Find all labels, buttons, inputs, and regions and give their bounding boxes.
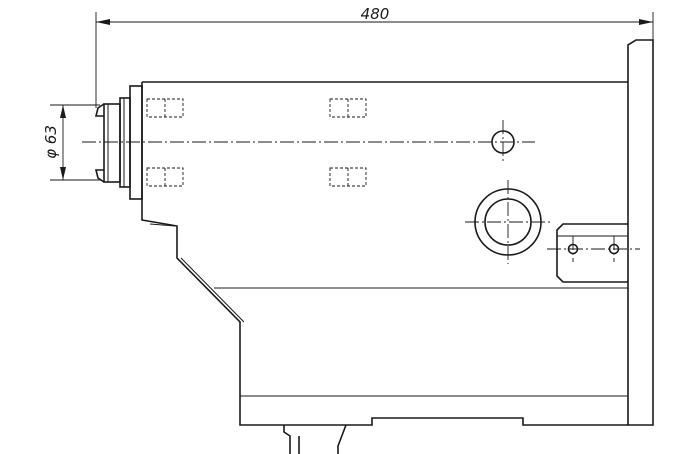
- nose-chamfer-bottom: [94, 169, 105, 183]
- arrowhead-top: [60, 105, 66, 118]
- flange-outer: [129, 85, 143, 200]
- spindle-nose: [94, 85, 143, 200]
- support-leg-right: [337, 424, 347, 454]
- end-plate: [627, 39, 654, 426]
- arrowhead-left: [96, 19, 110, 25]
- housing-body: [141, 81, 628, 426]
- bore-diameter-dimension: φ 63: [42, 104, 100, 181]
- dimension-text-63: φ 63: [42, 125, 60, 159]
- nose-chamfer-top: [94, 103, 105, 117]
- lower-flange-edge: [149, 223, 176, 227]
- end-plate-outline: [627, 39, 654, 426]
- nose-body: [103, 103, 121, 183]
- support-legs: [283, 424, 347, 454]
- overall-length-dimension: 480: [95, 5, 654, 108]
- chamfer-inner-line: [180, 257, 245, 323]
- support-leg-left: [283, 425, 291, 454]
- arrowhead-bottom: [60, 167, 66, 180]
- small-bore: [491, 120, 515, 164]
- hidden-pockets: [146, 98, 367, 187]
- large-bore: [465, 180, 551, 264]
- bracket-outline: [556, 223, 628, 283]
- housing-outline: [141, 81, 628, 426]
- dimension-text-480: 480: [361, 5, 390, 23]
- flange-step: [119, 97, 131, 188]
- arrowhead-right: [639, 19, 653, 25]
- side-bracket: [547, 223, 640, 283]
